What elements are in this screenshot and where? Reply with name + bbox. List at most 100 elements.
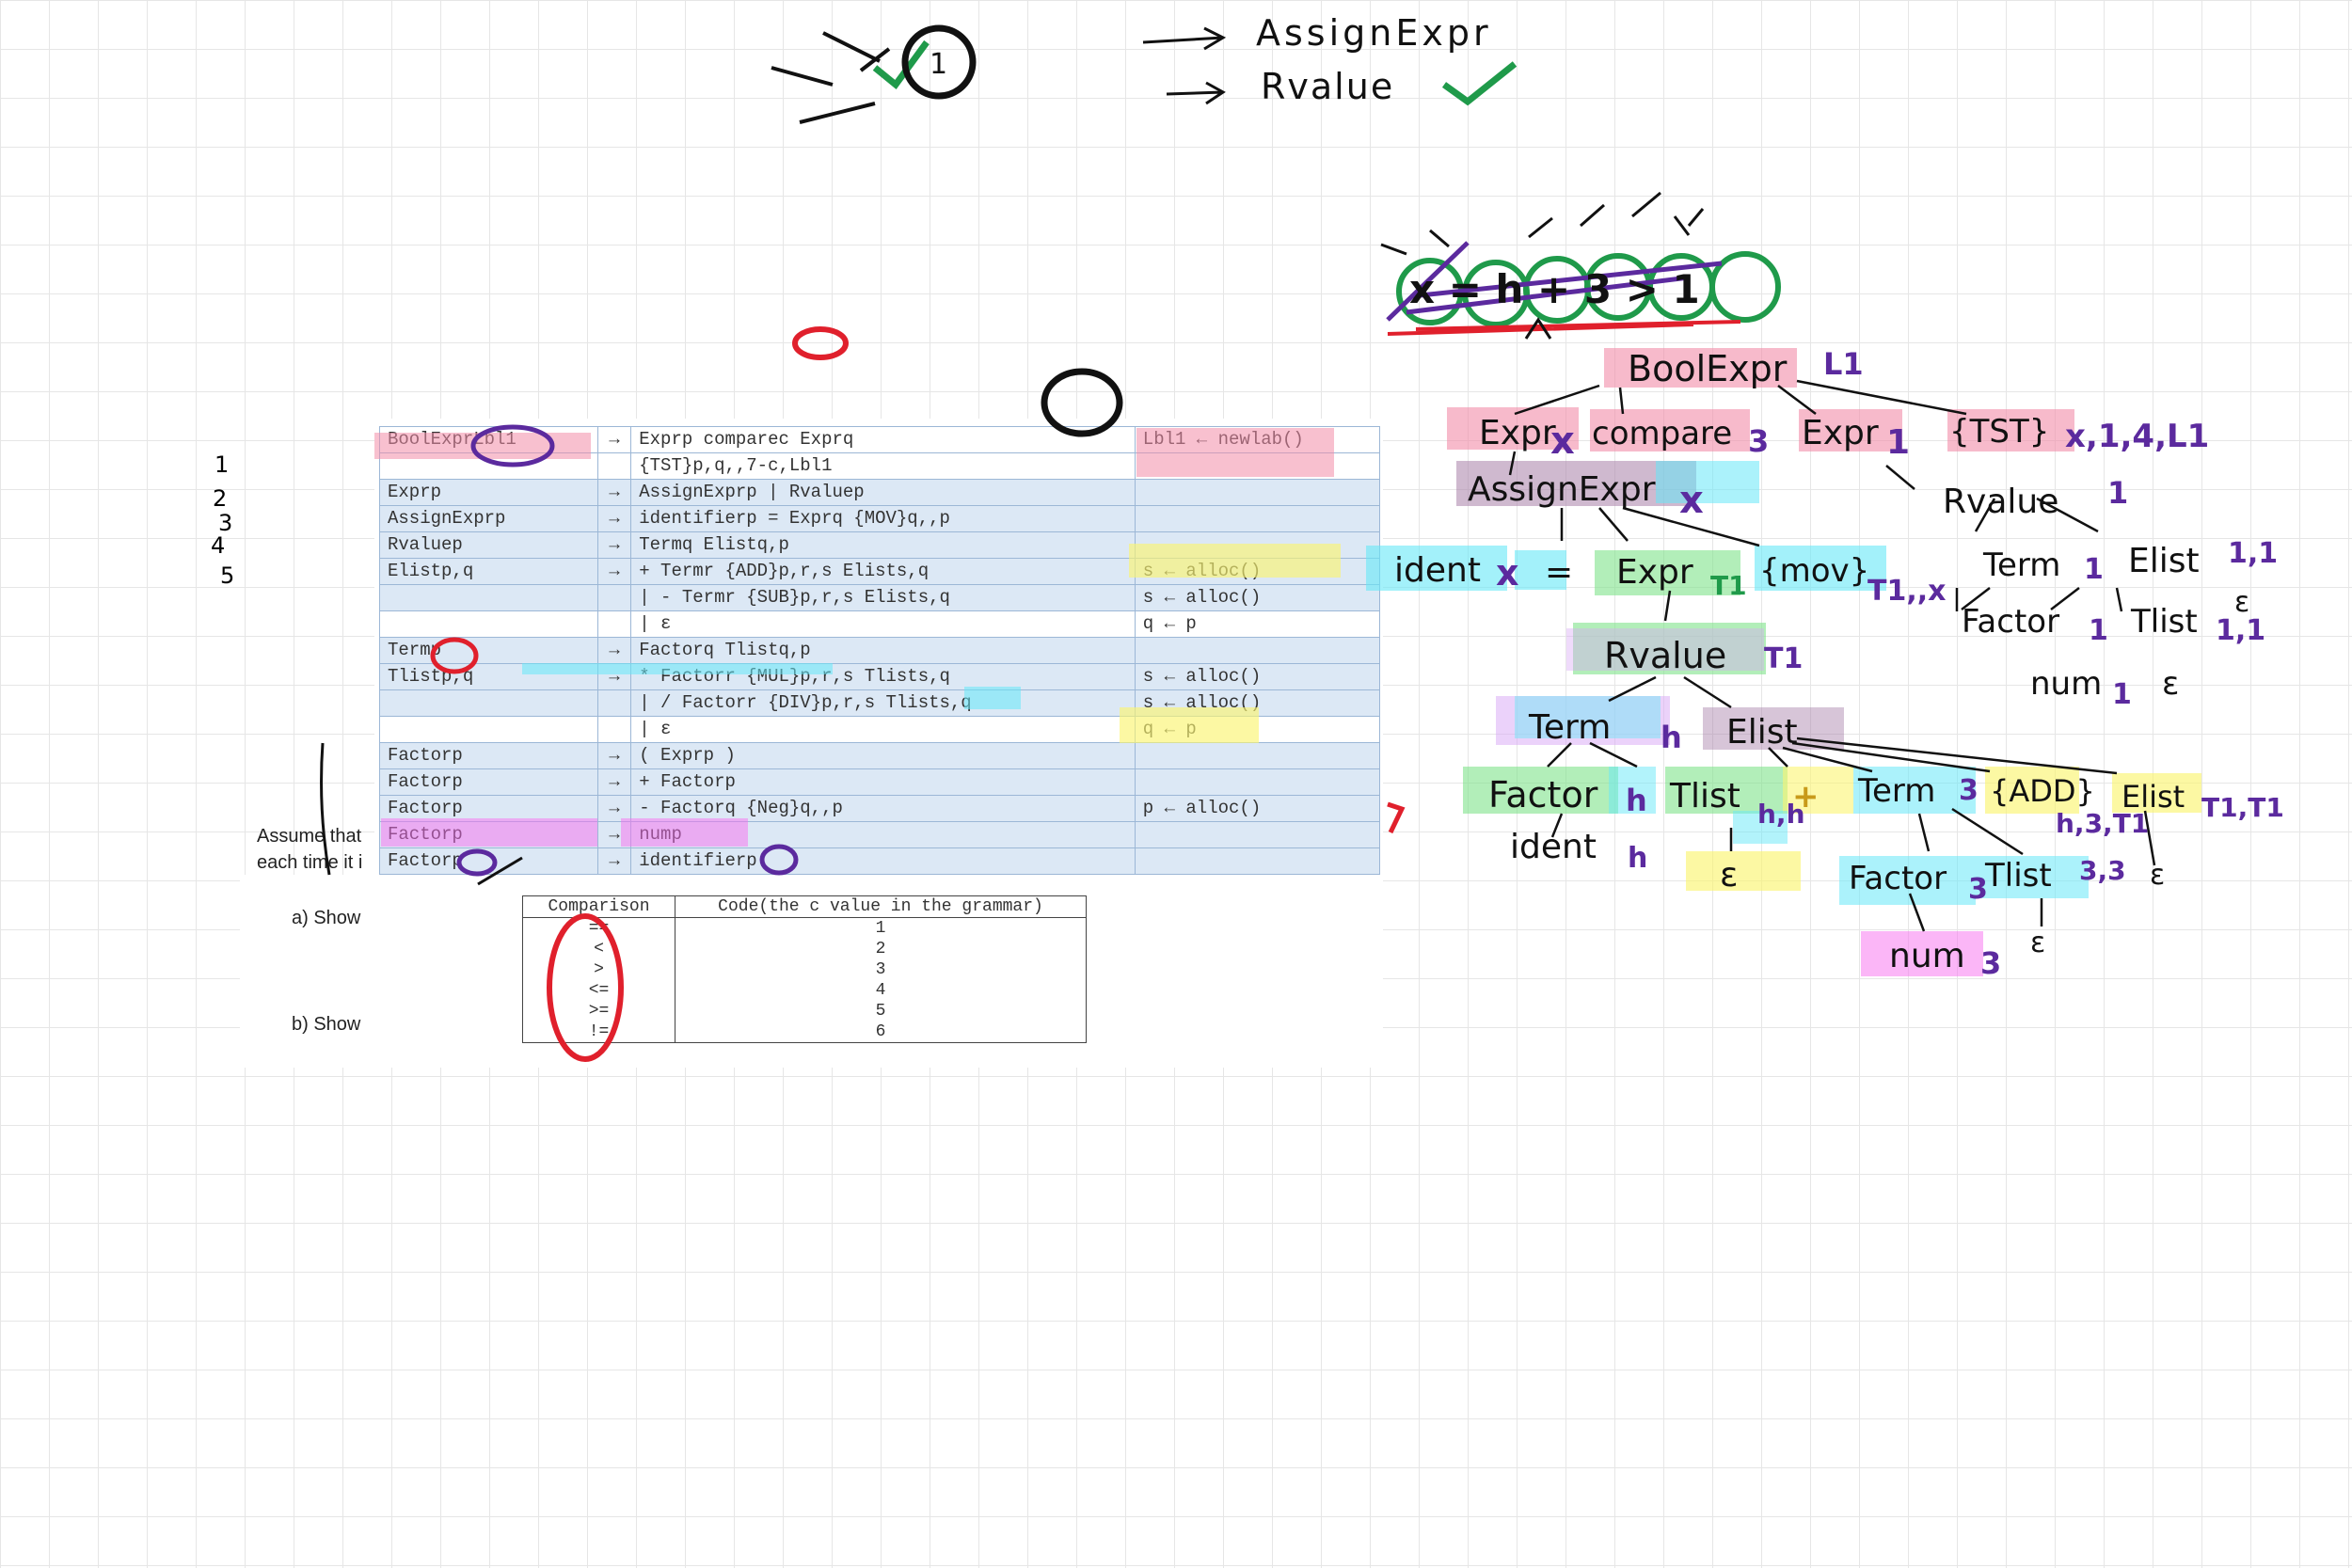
strike-stroke <box>477 856 523 886</box>
comparison-code: 6 <box>675 1022 1087 1043</box>
tree-sub: 1 <box>2084 553 2104 586</box>
margin-number: 3 <box>218 510 233 536</box>
tree-sub: 1 <box>1886 423 1910 462</box>
grammar-rhs: + Factorp <box>630 768 1136 796</box>
tree-plus: + <box>1792 778 1820 816</box>
tree-expr-line: x = h + 3 > 1 <box>1409 266 1700 312</box>
tree-rvalue-right: Rvalue <box>1943 483 2058 521</box>
grammar-rhs: + Termr {ADD}p,r,s Elists,q <box>630 558 1136 585</box>
grammar-row: Factorp→+ Factorp <box>379 768 1381 796</box>
grammar-rhs: Termq Elistq,p <box>630 531 1136 559</box>
tree-elist-right: Elist <box>2128 542 2200 580</box>
grammar-rhs: Factorq Tlistq,p <box>630 637 1136 664</box>
tree-eps: ε <box>2150 859 2165 892</box>
tree-ident-left: ident <box>1510 828 1597 866</box>
hl-q-p <box>1120 707 1259 743</box>
tree-factor-left: Factor <box>1488 774 1598 816</box>
tree-num-3: num <box>1889 937 1965 975</box>
comparison-row: <=4 <box>522 980 1087 1001</box>
tree-rvalue-top: Rvalue <box>1261 66 1394 107</box>
tree-black-text: x = h + 3 > 1 AssignExpr Rvalue 1 BoolEx… <box>930 12 2249 975</box>
tree-expr-right: Expr <box>1802 414 1879 452</box>
tree-sub: 3 <box>1959 774 1979 807</box>
margin-number: 1 <box>215 451 230 478</box>
grammar-action: s ← alloc() <box>1134 663 1381 690</box>
grammar-action <box>1134 637 1381 664</box>
grammar-rhs: ( Exprp ) <box>630 742 1136 769</box>
tree-eps: ε <box>2162 665 2179 703</box>
tree-term-3: Term <box>1857 772 1935 810</box>
grammar-rhs: - Factorq {Neg}q,,p <box>630 795 1136 822</box>
tree-tlist-right: Tlist <box>2130 603 2198 641</box>
comparison-code: 4 <box>675 980 1087 1001</box>
hl-tlist <box>522 663 833 674</box>
comparison-code: 2 <box>675 939 1087 959</box>
expr-caret <box>1524 317 1552 340</box>
red-seven <box>1387 801 1406 834</box>
tree-num-right: num <box>2030 665 2102 703</box>
grammar-lhs: AssignExprp <box>379 505 598 532</box>
grammar-lhs: Termp <box>379 637 598 664</box>
black-circle <box>1041 368 1123 437</box>
tree-mov: {mov} <box>1759 552 1869 590</box>
grammar-row: Factorp→( Exprp ) <box>379 742 1381 769</box>
tree-equals: = <box>1545 553 1573 592</box>
tree-sub: 1,1 <box>2216 614 2265 647</box>
grammar-arrow <box>596 584 632 611</box>
grammar-lhs: Elistp,q <box>379 558 598 585</box>
tree-sub: 3,3 <box>2079 855 2126 886</box>
grammar-action <box>1134 768 1381 796</box>
grammar-action <box>1134 821 1381 848</box>
comparison-code: 1 <box>675 917 1087 939</box>
comparison-row: >3 <box>522 959 1087 980</box>
top-check-icon <box>872 40 930 90</box>
tree-sub: x <box>1550 420 1575 463</box>
tree-sub: x,1,4,L1 <box>2065 418 2209 455</box>
grammar-arrow: → <box>596 531 632 559</box>
circle-factor-p <box>456 848 498 877</box>
grammar-lhs: Factorp <box>379 742 598 769</box>
tree-branches <box>1508 379 2156 932</box>
tree-tlist-3: Tlist <box>1984 857 2052 895</box>
tree-boolexpr: BoolExpr <box>1628 348 1788 389</box>
red-circle <box>792 326 849 360</box>
tree-sub: h <box>1626 783 1647 818</box>
grammar-arrow: → <box>596 505 632 532</box>
comparison-header: Comparison <box>522 895 675 918</box>
tree-sub: 3 <box>1980 945 2001 981</box>
grammar-row: Termp→Factorq Tlistq,p <box>379 637 1381 664</box>
grammar-lhs <box>379 584 598 611</box>
tree-tlist-left: Tlist <box>1669 777 1740 816</box>
tree-elist-left: Elist <box>1726 713 1798 752</box>
grammar-arrow: → <box>596 768 632 796</box>
grammar-arrow <box>596 689 632 717</box>
tree-assignexpr: AssignExpr <box>1468 470 1656 509</box>
grammar-action: q ← p <box>1134 610 1381 638</box>
hl-boolexpr <box>374 433 591 459</box>
grammar-action <box>1134 505 1381 532</box>
grammar-arrow: → <box>596 795 632 822</box>
rvalue-check-icon <box>1441 61 1518 106</box>
tree-sub: 1,1 <box>2228 537 2278 570</box>
tree-sub: T1 <box>1710 570 1747 601</box>
tree-eps: ε <box>2030 927 2045 959</box>
grammar-row: AssignExprp→identifierp = Exprq {MOV}q,,… <box>379 505 1381 532</box>
tree-factor-3: Factor <box>1849 860 1947 897</box>
show-a-text: a) Show <box>292 908 361 928</box>
grammar-rhs: | ε <box>630 716 1136 743</box>
circle-term-p <box>430 637 479 674</box>
grammar-arrow: → <box>596 847 632 875</box>
circle-lbl1 <box>470 424 555 467</box>
tree-assignexpr-top: AssignExpr <box>1256 12 1492 54</box>
tree-eps: ε <box>2234 586 2249 619</box>
hl-tlist-sq <box>964 687 1021 709</box>
grammar-action: s ← alloc() <box>1134 584 1381 611</box>
margin-number: 2 <box>213 485 228 512</box>
tree-sub: 3 <box>1748 423 1769 459</box>
grammar-lhs <box>379 689 598 717</box>
grammar-rhs: | / Factorr {DIV}p,r,s Tlists,q <box>630 689 1136 717</box>
tree-compare: compare <box>1592 415 1732 452</box>
comparison-code: 3 <box>675 959 1087 980</box>
